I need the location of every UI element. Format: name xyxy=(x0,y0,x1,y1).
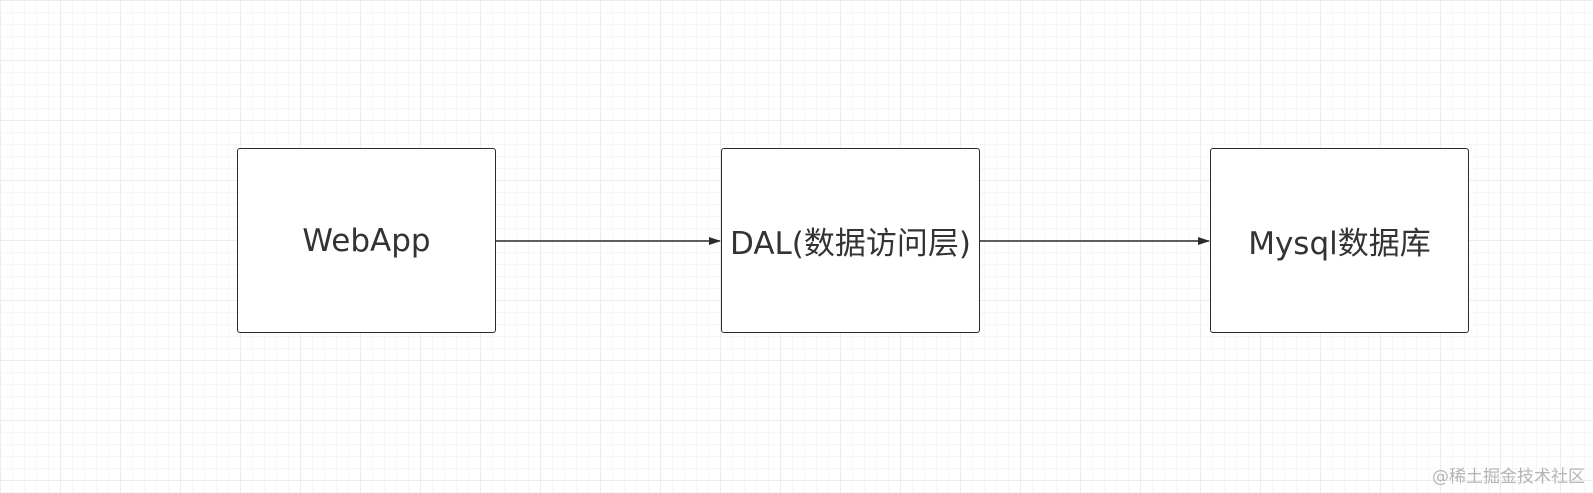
node-label-webapp: WebApp xyxy=(302,222,431,259)
node-webapp[interactable]: WebApp xyxy=(237,148,496,333)
node-label-mysql: Mysql数据库 xyxy=(1248,226,1431,262)
node-dal[interactable]: DAL(数据访问层) xyxy=(721,148,980,333)
watermark: @稀土掘金技术社区 xyxy=(1432,467,1585,487)
node-label-dal: DAL(数据访问层) xyxy=(730,226,971,262)
node-mysql[interactable]: Mysql数据库 xyxy=(1210,148,1469,333)
